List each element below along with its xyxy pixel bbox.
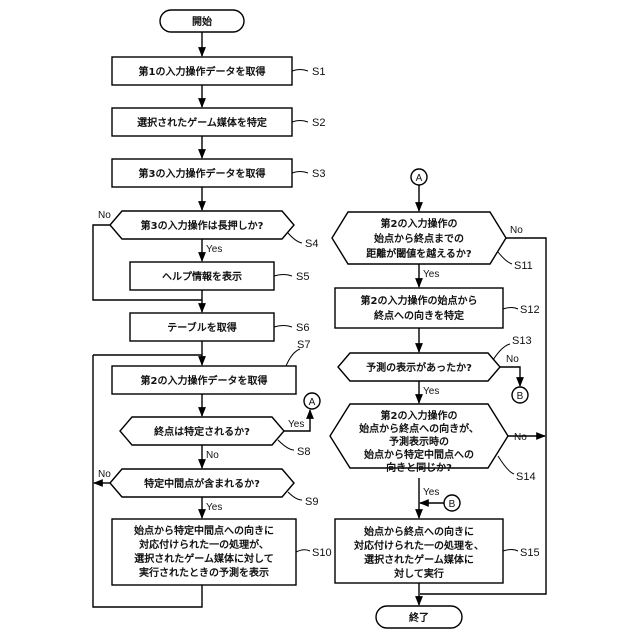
decision-s13-label: S13 bbox=[512, 335, 532, 347]
decision-s11-line-1: 第2の入力操作の bbox=[381, 217, 458, 230]
step-s3: 第3の入力操作データを取得 S3 bbox=[112, 159, 325, 187]
connector-a-out-label: A bbox=[309, 397, 316, 408]
start-label: 開始 bbox=[192, 15, 212, 28]
decision-s13: 予測の表示があったか? S13 No Yes bbox=[338, 335, 532, 397]
step-s3-label: S3 bbox=[312, 168, 325, 180]
decision-s14-yes: Yes bbox=[423, 487, 439, 498]
decision-s13-yes: Yes bbox=[423, 386, 439, 397]
step-s6-text: テーブルを取得 bbox=[167, 321, 236, 334]
connector-b-in-label: B bbox=[449, 499, 456, 510]
decision-s14-line-2: 始点から終点への向きが、 bbox=[359, 422, 479, 435]
step-s2-label: S2 bbox=[312, 117, 325, 129]
step-s5-label: S5 bbox=[296, 271, 309, 283]
step-s1-leader bbox=[292, 70, 308, 72]
end-terminal: 終了 bbox=[376, 606, 462, 628]
connector-a-in-label: A bbox=[416, 173, 423, 184]
decision-s4-text: 第3の入力操作は長押しか? bbox=[141, 219, 264, 232]
decision-s4: 第3の入力操作は長押しか? S4 No Yes bbox=[98, 210, 318, 255]
decision-s14-label: S14 bbox=[516, 471, 536, 483]
decision-s14-line-5: 向きと同じか? bbox=[386, 461, 452, 474]
decision-s4-leader bbox=[288, 233, 302, 243]
decision-s11-label: S11 bbox=[514, 260, 533, 272]
decision-s14-line-3: 予測表示時の bbox=[389, 435, 449, 448]
decision-s9-yes: Yes bbox=[206, 502, 222, 513]
step-s15-leader bbox=[503, 550, 518, 552]
connector-b-in: B bbox=[444, 495, 460, 511]
start-terminal: 開始 bbox=[160, 10, 244, 32]
decision-s14: 第2の入力操作の 始点から終点への向きが、 予測表示時の 始点から特定中間点への… bbox=[330, 404, 536, 498]
decision-s8-text: 終点は特定されるか? bbox=[154, 425, 250, 438]
step-s12-line-2: 終点への向きを特定 bbox=[374, 309, 464, 322]
decision-s8: 終点は特定されるか? S8 Yes No bbox=[120, 417, 310, 461]
step-s1-text: 第1の入力操作データを取得 bbox=[139, 65, 266, 78]
decision-s11-line-2: 始点から終点までの bbox=[374, 232, 464, 245]
decision-s14-no: No bbox=[514, 432, 527, 443]
decision-s13-text: 予測の表示があったか? bbox=[366, 361, 472, 374]
decision-s11: 第2の入力操作の 始点から終点までの 距離が閾値を越えるか? S11 No Ye… bbox=[332, 212, 533, 280]
decision-s4-label: S4 bbox=[305, 238, 318, 250]
decision-s11-no: No bbox=[510, 225, 523, 236]
connector-a-in: A bbox=[411, 169, 427, 185]
arrow-s13-no-to-b bbox=[500, 367, 520, 386]
connector-b-out-label: B bbox=[517, 391, 524, 402]
step-s10-line-4: 実行されたときの予測を表示 bbox=[139, 566, 269, 579]
decision-s11-line-3: 距離が閾値を越えるか? bbox=[366, 247, 472, 260]
decision-s14-line-1: 第2の入力操作の bbox=[381, 409, 458, 422]
decision-s4-no: No bbox=[98, 210, 111, 221]
step-s5-leader bbox=[274, 275, 292, 277]
decision-s8-yes: Yes bbox=[288, 419, 304, 430]
step-s10-line-1: 始点から特定中間点への向きに bbox=[134, 524, 274, 537]
decision-s9: 特定中間点が含まれるか? S9 No Yes bbox=[98, 469, 318, 513]
decision-s8-leader bbox=[278, 440, 294, 450]
step-s10-line-3: 選択されたゲーム媒体に対して bbox=[134, 552, 273, 565]
decision-s13-no: No bbox=[506, 354, 519, 365]
step-s7: 第2の入力操作データを取得 S7 bbox=[112, 339, 310, 394]
decision-s8-no: No bbox=[206, 450, 219, 461]
step-s15-line-2: 対応付けられた一の処理を、 bbox=[353, 539, 484, 552]
step-s3-leader bbox=[292, 172, 308, 174]
step-s12: 第2の入力操作の始点から 終点への向きを特定 S12 bbox=[335, 288, 540, 328]
step-s12-label: S12 bbox=[520, 304, 540, 316]
step-s7-label: S7 bbox=[297, 339, 310, 351]
step-s10-leader bbox=[296, 550, 310, 552]
step-s6: テーブルを取得 S6 bbox=[130, 313, 309, 341]
connector-a-out: A bbox=[304, 393, 320, 409]
step-s1: 第1の入力操作データを取得 S1 bbox=[112, 57, 325, 85]
step-s6-label: S6 bbox=[296, 322, 309, 334]
step-s12-line-1: 第2の入力操作の始点から bbox=[361, 294, 478, 307]
step-s6-leader bbox=[274, 326, 292, 328]
decision-s11-leader bbox=[498, 252, 512, 264]
step-s7-text: 第2の入力操作データを取得 bbox=[141, 374, 268, 387]
step-s5-text: ヘルプ情報を表示 bbox=[162, 270, 242, 283]
step-s1-label: S1 bbox=[312, 66, 325, 78]
decision-s14-leader bbox=[498, 456, 514, 474]
step-s15-line-1: 始点から終点への向きに bbox=[364, 525, 474, 538]
step-s15-line-4: 対して実行 bbox=[393, 567, 444, 580]
step-s10-label: S10 bbox=[312, 547, 332, 559]
step-s2-text: 選択されたゲーム媒体を特定 bbox=[137, 116, 267, 129]
step-s3-text: 第3の入力操作データを取得 bbox=[139, 167, 266, 180]
decision-s14-line-4: 始点から特定中間点への bbox=[364, 448, 474, 461]
decision-s9-no: No bbox=[98, 469, 111, 480]
step-s15-label: S15 bbox=[520, 547, 540, 559]
step-s7-leader bbox=[286, 349, 300, 366]
step-s12-leader bbox=[503, 308, 518, 310]
step-s10: 始点から特定中間点への向きに 対応付けられた一の処理が、 選択されたゲーム媒体に… bbox=[112, 519, 332, 585]
end-label: 終了 bbox=[409, 611, 429, 624]
decision-s11-yes: Yes bbox=[423, 269, 439, 280]
step-s2: 選択されたゲーム媒体を特定 S2 bbox=[112, 108, 325, 136]
decision-s9-leader bbox=[288, 492, 302, 500]
decision-s4-yes: Yes bbox=[206, 244, 222, 255]
step-s15: 始点から終点への向きに 対応付けられた一の処理を、 選択されたゲーム媒体に 対し… bbox=[335, 519, 540, 583]
step-s2-leader bbox=[292, 121, 308, 123]
connector-b-out: B bbox=[512, 387, 528, 403]
decision-s8-label: S8 bbox=[297, 446, 310, 458]
step-s15-line-3: 選択されたゲーム媒体に bbox=[364, 553, 474, 566]
step-s10-line-2: 対応付けられた一の処理が、 bbox=[138, 538, 269, 551]
step-s5: ヘルプ情報を表示 S5 bbox=[130, 262, 309, 290]
decision-s9-label: S9 bbox=[305, 496, 318, 508]
decision-s9-text: 特定中間点が含まれるか? bbox=[144, 477, 260, 490]
